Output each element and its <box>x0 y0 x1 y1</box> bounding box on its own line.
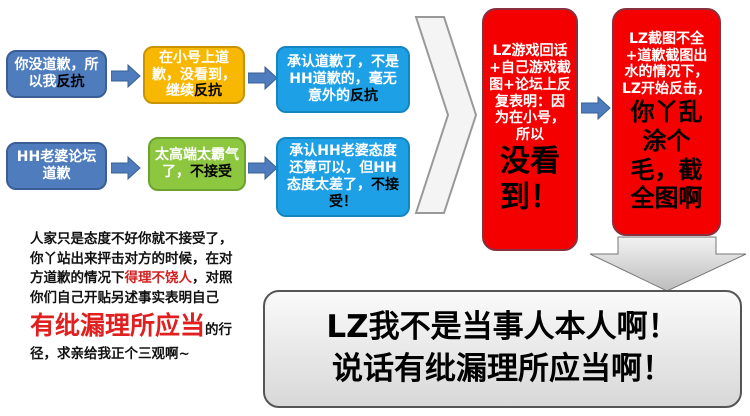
text: 承认道歉了，不是HH道歉的，毫无意外的 <box>287 54 399 104</box>
text: 反抗 <box>56 74 85 90</box>
text: ，对照你们自己开贴另述事实表明自己 <box>30 270 233 306</box>
conclusion-box: LZ我不是当事人本人啊！ 说话有纰漏理所应当啊！ <box>263 290 742 408</box>
comment-text: 人家只是态度不好你就不接受了，你丫站出来抨击对方的时候，在对方道歉的情况下得理不… <box>30 230 235 364</box>
text: HH老婆论坛道歉 <box>16 149 97 182</box>
box-too-high-end: 太高端太霸气了，不接受 <box>148 137 246 191</box>
red-box-lz-claim: LZ游戏回话+自己游戏截图+论坛上反复表明：因为在小号，所以没看到！ <box>482 8 578 251</box>
text: 在小号上道歉，没看到， <box>152 49 236 83</box>
text: 你没道歉， <box>14 57 85 74</box>
text: 的行径，求亲给我正个三观啊~ <box>30 322 233 362</box>
text: 反抗 <box>350 87 378 104</box>
text: 承认HH老婆态度还算可以，但HH态度太差了， <box>287 143 397 193</box>
text: LZ游戏回话+自己游戏截图+论坛上反复表明：因为在小号，所以 <box>489 43 571 144</box>
text: 不接受 <box>190 164 232 180</box>
arrow-down-icon <box>589 236 747 292</box>
text: 有纰漏理所应当 <box>30 311 206 341</box>
arrow-right-icon <box>111 64 141 88</box>
text: 得理不饶人 <box>124 270 193 287</box>
text: 继续 <box>166 83 194 100</box>
conclusion-line: 说话有纰漏理所应当啊！ <box>332 351 673 387</box>
text: 所以我 <box>28 57 99 90</box>
text: 反抗 <box>194 83 222 100</box>
box-no-apology: 你没道歉，所以我反抗 <box>6 50 107 98</box>
text: LZ截图不全+道歉截图出水的情况下，LZ开始反击， <box>621 30 712 98</box>
text: 你丫乱涂个毛，截全图啊 <box>630 98 703 213</box>
text: 太高端太霸气了， <box>155 147 239 180</box>
box-wife-apology: HH老婆论坛道歉 <box>6 142 107 190</box>
arrow-right-icon <box>248 66 278 90</box>
red-box-lz-counter: LZ截图不全+道歉截图出水的情况下，LZ开始反击，你丫乱涂个毛，截全图啊 <box>612 8 721 236</box>
box-admit-apology: 承认道歉了，不是HH道歉的，毫无意外的反抗 <box>276 46 410 113</box>
arrow-right-icon <box>111 156 141 180</box>
text: 不接受！ <box>329 177 399 210</box>
box-not-accept: 承认HH老婆态度还算可以，但HH态度太差了，不接受！ <box>276 137 410 217</box>
arrow-right-icon <box>248 156 278 180</box>
chevron-right-icon <box>414 16 478 214</box>
text: 人家只是态度不好你就不接受了，你丫站出来抨击对方的时候，在对方道歉的情况下 <box>30 231 233 287</box>
conclusion-line: LZ我不是当事人本人啊！ <box>326 309 679 346</box>
text: 没看到！ <box>500 143 560 215</box>
arrow-right-icon <box>581 96 611 120</box>
box-small-account-apology: 在小号上道歉，没看到，继续反抗 <box>143 46 245 104</box>
